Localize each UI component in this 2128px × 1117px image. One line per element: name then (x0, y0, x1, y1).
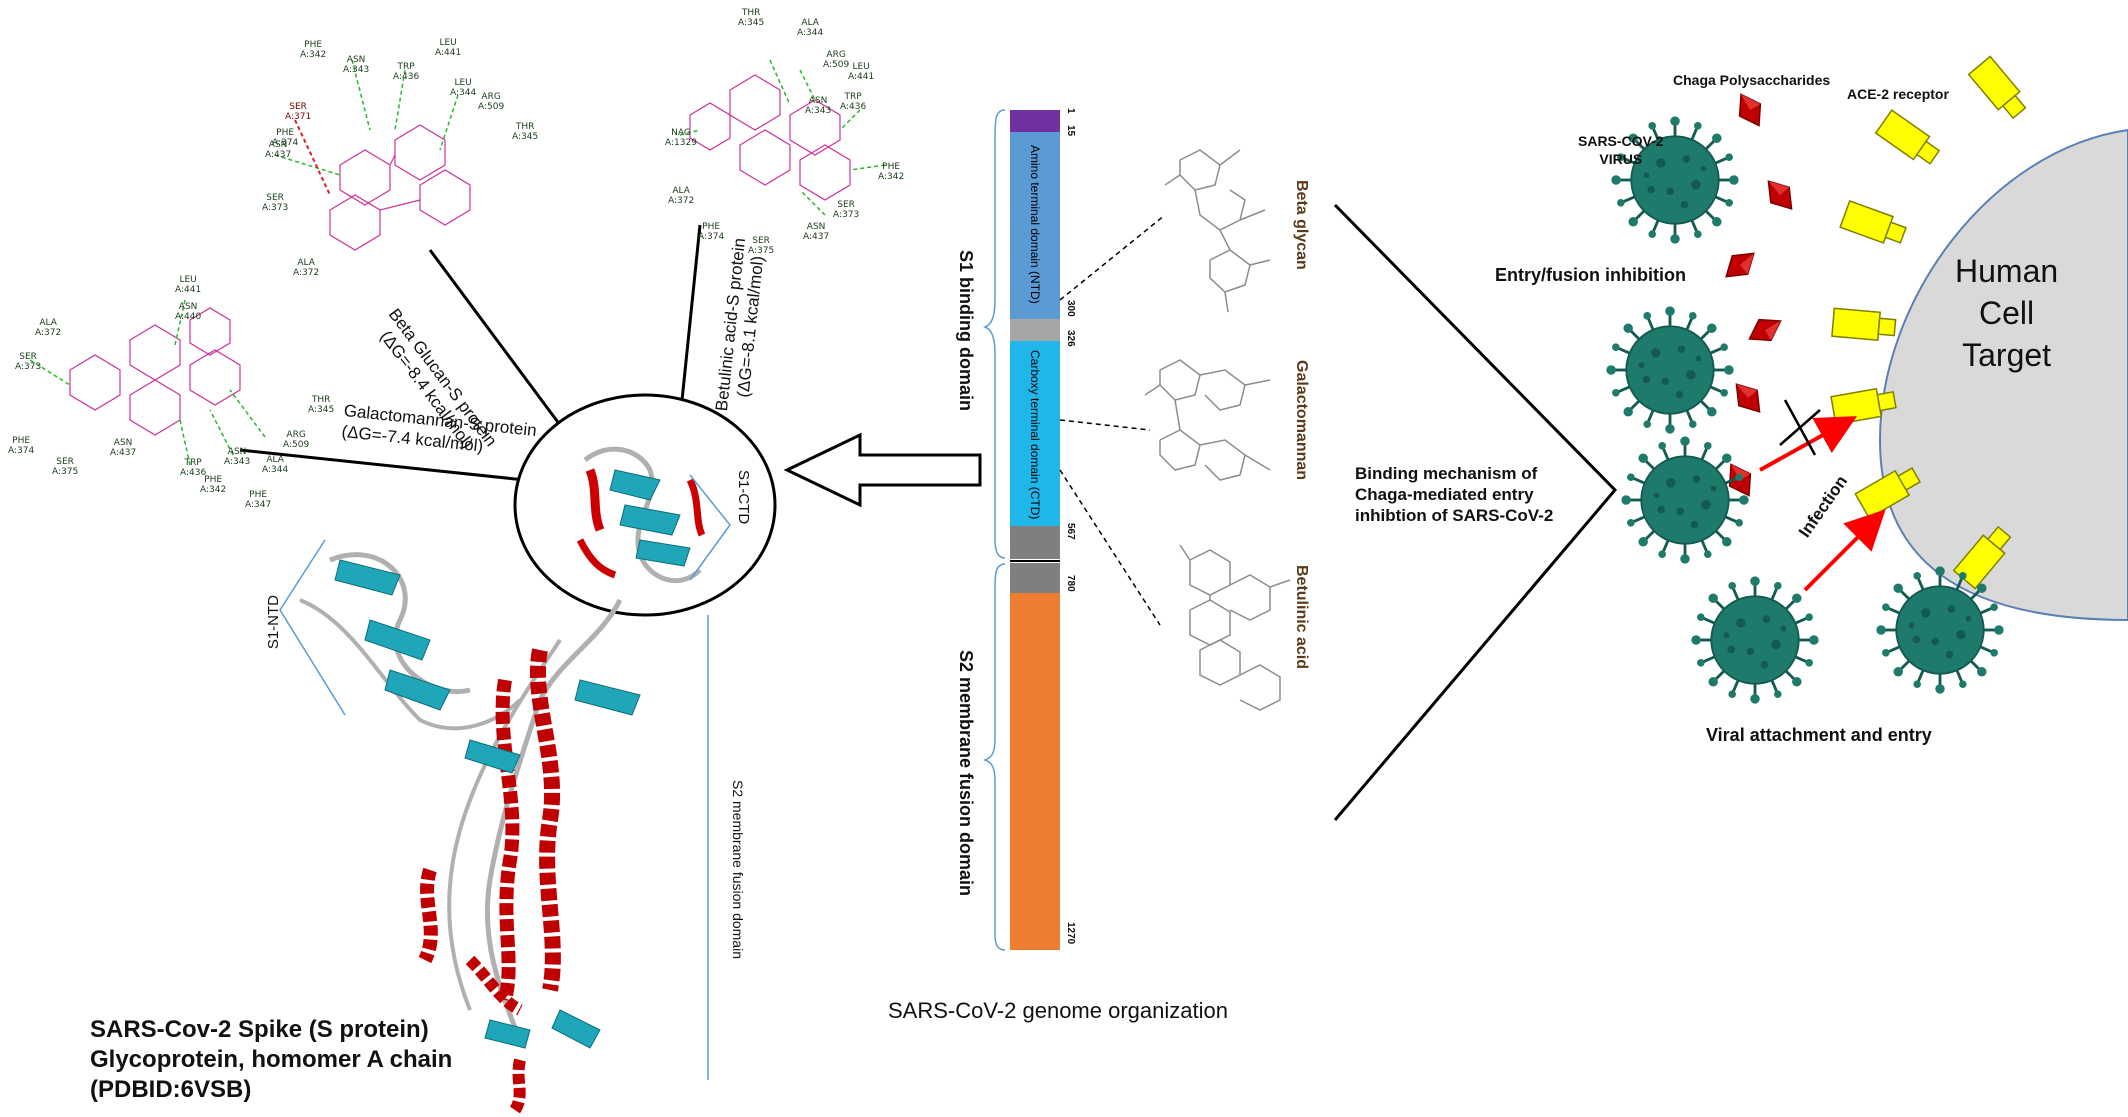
ctd-label: Carboxy terminal domain (CTD) (1028, 350, 1042, 520)
entry-fusion-label: Entry/fusion inhibition (1495, 265, 1686, 285)
betulinic-interaction-diagram (689, 74, 851, 201)
big-hollow-arrow (783, 432, 982, 508)
human-cell-label: Human Cell Target (1955, 253, 2059, 373)
betulinic-acid-structure (1179, 544, 1291, 711)
s1-ctd-label: S1-CTD (735, 470, 752, 525)
beta-glucan-interaction-diagram (329, 124, 471, 251)
s1-ctd-ribbon (576, 446, 706, 584)
galactomannan-interaction-diagram (69, 307, 241, 436)
galactomannan-ligand-label: Galactomannan (1293, 360, 1310, 481)
chaga-label: Chaga Polysaccharides (1673, 72, 1831, 88)
protein-caption: SARS-Cov-2 Spike (S protein) Glycoprotei… (90, 1016, 453, 1103)
beta-glucan-connector (428, 249, 562, 426)
position-780: 780 (1065, 575, 1076, 592)
position-1270: 1270 (1065, 922, 1076, 945)
human-cell (1878, 128, 2128, 622)
viral-attachment-label: Viral attachment and entry (1706, 725, 1932, 745)
position-567: 567 (1065, 523, 1076, 540)
mechanism-title: Binding mechanism of Chaga-mediated entr… (1355, 464, 1554, 525)
beta-glycan-structure (1164, 149, 1271, 313)
ntd-label: Amino terminal domain (NTD) (1028, 145, 1042, 304)
betulinic-connector (678, 224, 702, 421)
galactomannan-structure (1144, 359, 1271, 481)
ace2-label: ACE-2 receptor (1847, 86, 1949, 102)
chevron-divider (1333, 203, 1618, 821)
virus-label: SARS-COV-2 VIRUS (1578, 133, 1664, 167)
s2-domain-label: S2 membrane fusion domain (730, 780, 746, 959)
position-326: 326 (1065, 330, 1076, 347)
blocked-arrow (1759, 416, 1857, 472)
genome-caption: SARS-CoV-2 genome organization (888, 998, 1228, 1023)
s1-binding-label: S1 binding domain (956, 250, 976, 411)
chaga-polysaccharides (1717, 87, 1802, 503)
position-300: 300 (1065, 300, 1076, 317)
genome-bar (1010, 110, 1060, 950)
beta-glycan-label: Beta glycan (1293, 180, 1310, 270)
s1-ntd-label: S1-NTD (265, 595, 282, 650)
betulinic-acid-label: Betulinic acid (1293, 565, 1310, 670)
infection-arrow (1803, 509, 1886, 592)
position-15: 15 (1065, 125, 1076, 137)
spike-protein-ribbon (299, 552, 641, 1114)
galactomannan-connector (239, 448, 526, 482)
position-1: 1 (1065, 108, 1076, 114)
s2-fusion-label: S2 membrane fusion domain (956, 650, 976, 897)
